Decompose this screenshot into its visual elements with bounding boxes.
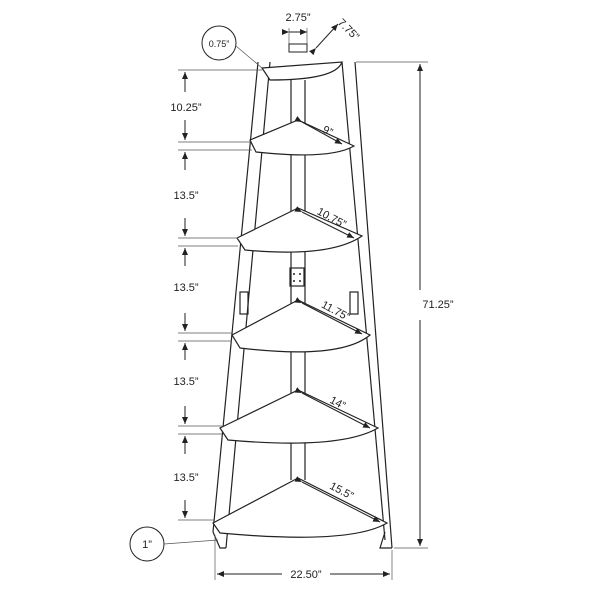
shelf-5 bbox=[219, 389, 380, 444]
shelf-2 bbox=[249, 119, 356, 156]
spacing-5: 13.5” bbox=[173, 472, 198, 484]
overall-height-label: 71.25” bbox=[422, 299, 454, 311]
spacing-4: 13.5” bbox=[173, 376, 198, 388]
shelf-6 bbox=[212, 477, 389, 538]
foot-label: 1” bbox=[142, 539, 152, 551]
top-post-width-dim: 2.75” bbox=[282, 12, 311, 53]
spacing-2: 13.5” bbox=[173, 190, 198, 202]
overall-height-dim: 71.25” bbox=[356, 61, 454, 549]
thickness-callout: 0.75” bbox=[201, 25, 263, 69]
overall-width-dim: 22.50” bbox=[214, 535, 393, 581]
spacing-3: 13.5” bbox=[173, 282, 198, 294]
shelf-4 bbox=[231, 299, 372, 353]
top-post-depth-dim: 7.75” bbox=[309, 17, 361, 56]
post-depth-label: 7.75” bbox=[335, 17, 361, 43]
spacing-1: 10.25” bbox=[170, 102, 202, 114]
foot-callout: 1” bbox=[129, 526, 219, 562]
overall-width-label: 22.50” bbox=[290, 569, 322, 581]
vertical-spacing-dims: 10.25” 13.5” 13.5” 13.5” 13.5” bbox=[170, 69, 262, 521]
thickness-label: 0.75” bbox=[209, 39, 230, 49]
post-width-label: 2.75” bbox=[285, 12, 310, 24]
shelf-1 bbox=[260, 61, 343, 81]
